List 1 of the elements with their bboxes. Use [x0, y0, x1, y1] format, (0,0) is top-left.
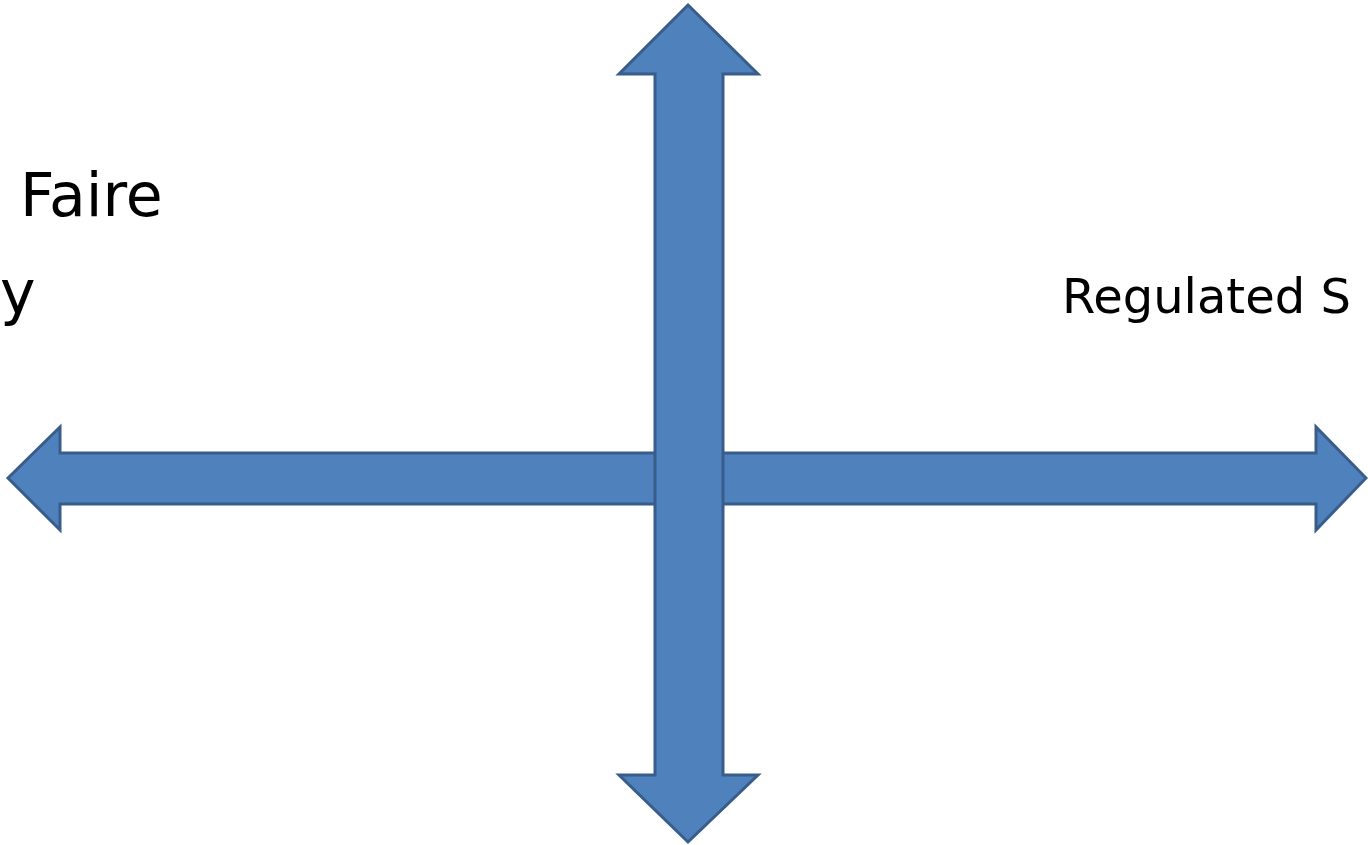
axis-label: Faire — [20, 165, 163, 225]
